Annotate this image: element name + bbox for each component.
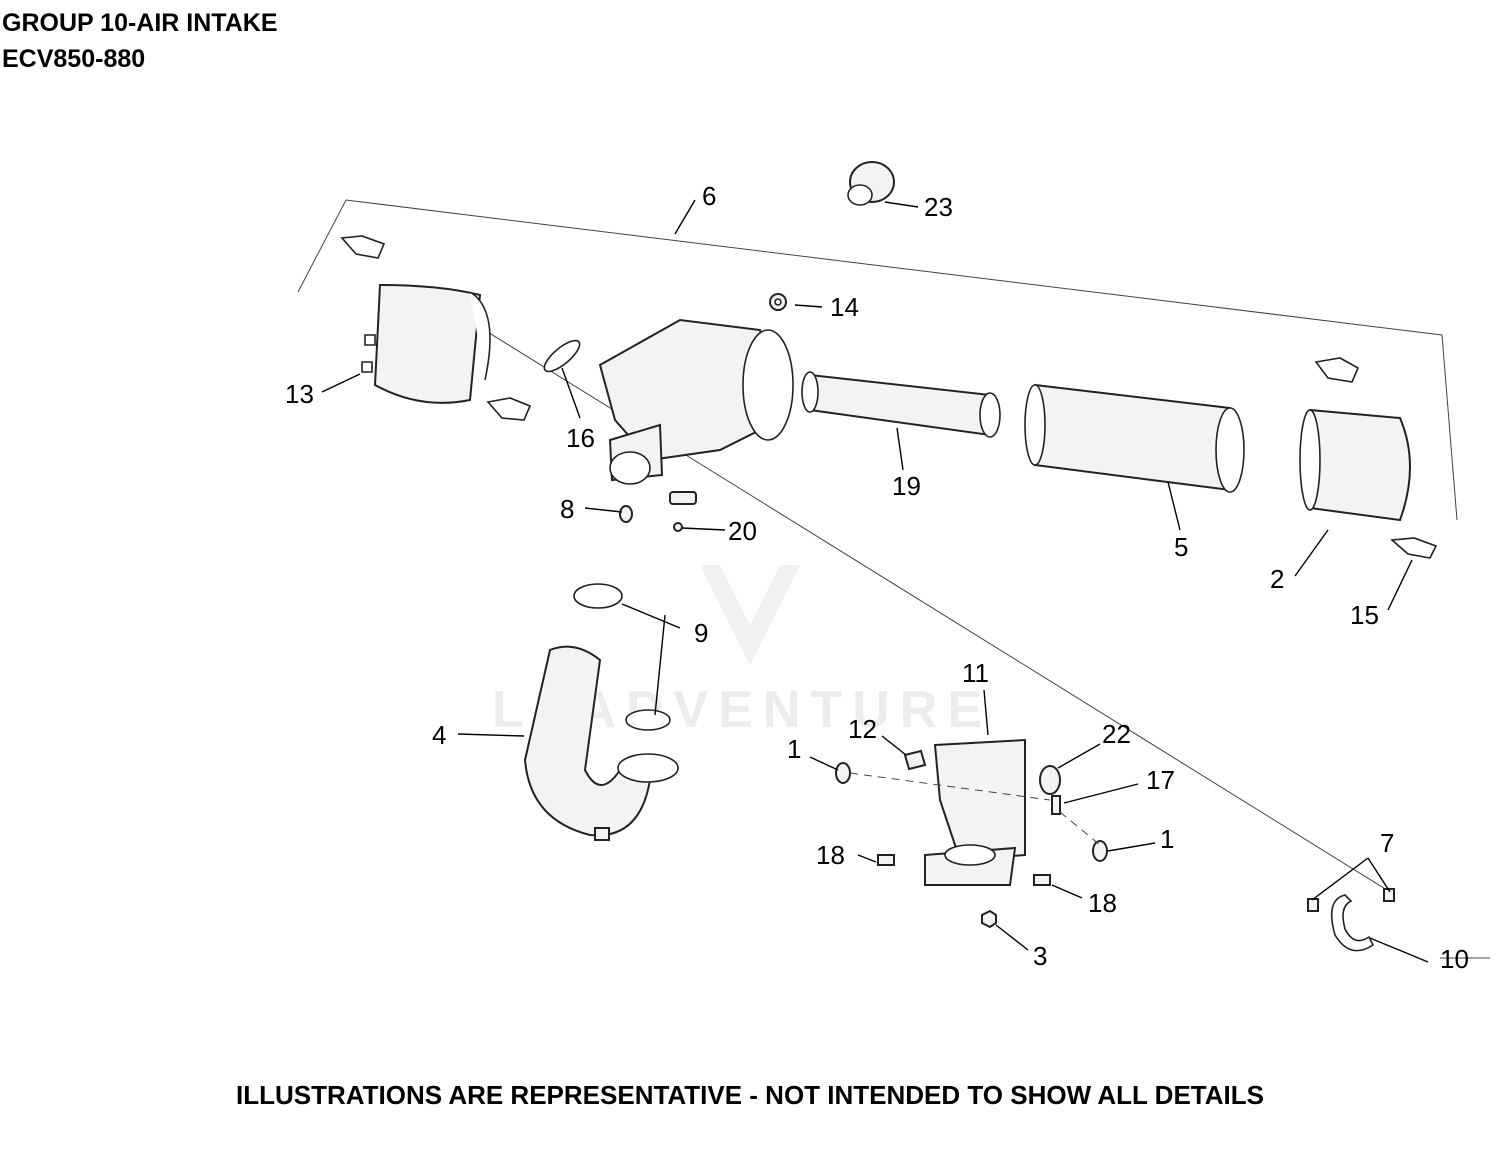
callout-1-left: 1 [787,734,801,764]
part-8-plug[interactable] [619,505,633,523]
assembly-bracket-line [297,199,1458,521]
callout-12: 12 [848,714,877,744]
callout-1-right: 1 [1160,824,1174,854]
part-clip-upper-right[interactable] [1314,357,1360,383]
callout-6: 6 [702,181,716,211]
callout-19: 19 [892,471,921,501]
part-6-air-cleaner-housing[interactable] [598,318,794,485]
callout-9: 9 [694,618,708,648]
part-12-nut-plate[interactable] [903,749,927,771]
part-20-screw[interactable] [669,491,697,532]
part-1-screw-left[interactable] [835,762,851,784]
part-23-cap[interactable] [847,161,895,206]
callout-10: 10 [1440,944,1469,974]
callout-3: 3 [1033,941,1047,971]
part-11-mounting-bracket[interactable] [924,738,1026,886]
page-title: GROUP 10-AIR INTAKE [2,9,278,37]
part-18-screw-left[interactable] [877,854,895,866]
part-9-clamp-lower[interactable] [625,709,671,731]
callout-22: 22 [1102,719,1131,749]
callout-11: 11 [962,658,989,688]
callout-16: 16 [566,423,595,453]
part-19-inner-element[interactable] [801,371,1001,438]
alignment-line-2 [1059,811,1101,846]
callout-4: 4 [432,720,446,750]
watermark-logo [700,565,800,665]
assembly-axis-line [419,289,1396,896]
model-subtitle: ECV850-880 [2,45,146,73]
part-15-clip[interactable] [1390,537,1438,559]
disclaimer-footer: ILLUSTRATIONS ARE REPRESENTATIVE - NOT I… [236,1080,1264,1110]
callout-18-left: 18 [816,840,845,870]
callout-7: 7 [1380,828,1394,858]
callout-23: 23 [924,192,953,222]
part-18-screw-right[interactable] [1033,874,1051,886]
part-9-clamp-upper[interactable] [573,583,623,609]
callout-20: 20 [728,516,757,546]
callout-17: 17 [1146,765,1175,795]
leader-lines [321,199,1429,963]
part-10-clip[interactable] [1330,894,1375,952]
callout-18-right: 18 [1088,888,1117,918]
part-clip-upper-left[interactable] [340,235,386,259]
callout-13: 13 [285,379,314,409]
part-17-bolt[interactable] [1051,795,1061,815]
part-14-grommet[interactable] [769,293,787,311]
callout-2: 2 [1270,564,1284,594]
callout-5: 5 [1174,532,1188,562]
part-3-nut[interactable] [981,909,997,929]
part-16-gasket[interactable] [540,336,584,377]
callout-8: 8 [560,494,574,524]
alignment-line-1 [849,772,1051,801]
part-13-end-cover[interactable] [361,283,491,404]
part-5-outer-element[interactable] [1024,383,1245,493]
callout-15: 15 [1350,600,1379,630]
part-2-cover[interactable] [1299,408,1411,522]
part-clip-lower-left[interactable] [486,397,532,421]
callout-14: 14 [830,292,859,322]
part-4-intake-hose[interactable] [523,645,679,841]
part-22-bushing[interactable] [1039,765,1061,795]
part-1-screw-right[interactable] [1092,840,1108,862]
